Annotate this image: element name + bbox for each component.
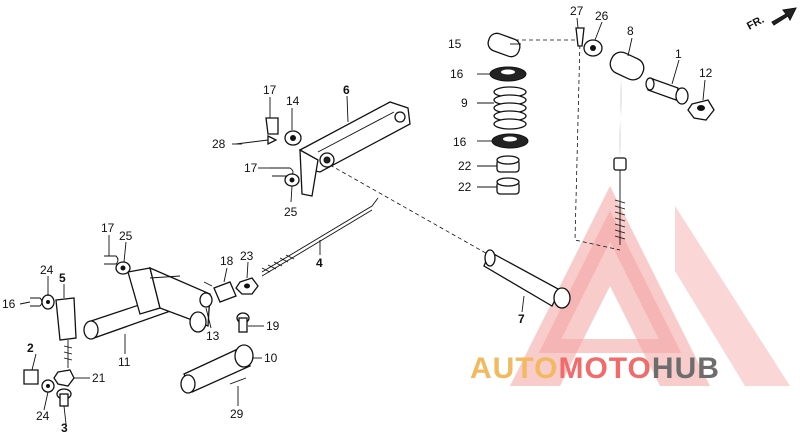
part-17-clip-left — [30, 297, 43, 307]
part-14-washer — [284, 130, 302, 146]
callout-17-mid: 17 — [101, 221, 115, 235]
callout-11: 11 — [118, 355, 131, 369]
callout-16-bottom: 16 — [453, 135, 467, 149]
part-28-pin — [235, 134, 278, 146]
part-2-cap — [23, 369, 39, 385]
callout-17-left: 16 — [2, 297, 16, 311]
part-22-nut-top — [496, 155, 520, 173]
callout-17-upper: 17 — [244, 161, 258, 175]
part-29-clip — [229, 377, 247, 385]
part-10-arm — [180, 344, 254, 394]
part-17-clip-mid — [104, 255, 119, 265]
callout-14: 14 — [286, 94, 300, 108]
watermark-text-part2: MOTO — [558, 352, 652, 385]
callout-16-top: 16 — [450, 67, 464, 81]
part-8-rod — [609, 51, 645, 245]
part-7-shaft — [483, 249, 571, 309]
callout-22-bottom: 22 — [458, 180, 472, 194]
part-25-washer-lower — [115, 261, 131, 275]
part-6-bracket — [299, 101, 411, 197]
part-16-washer-top — [489, 66, 527, 82]
callout-10: 10 — [264, 351, 278, 365]
part-12-nut — [687, 99, 715, 121]
part-26-washer — [583, 39, 603, 57]
callout-2: 2 — [27, 341, 34, 355]
part-5-pedal — [55, 297, 77, 368]
part-27-cotter-pin — [575, 27, 585, 47]
part-25-washer-upper — [284, 173, 300, 187]
front-direction-arrow-icon — [771, 7, 797, 26]
callout-3: 3 — [61, 421, 68, 435]
callout-22-top: 22 — [458, 159, 472, 173]
callout-15: 15 — [448, 37, 462, 51]
part-21-nut — [53, 369, 75, 387]
callout-labels: 15 16 9 16 22 22 27 26 8 1 12 6 14 17 28… — [2, 4, 713, 435]
callout-29: 29 — [230, 407, 244, 421]
watermark-text-part3: HUB — [651, 352, 720, 385]
callout-8: 8 — [627, 24, 634, 38]
callout-23: 23 — [240, 249, 254, 263]
part-9-spring — [493, 86, 527, 130]
part-24-washer-upper — [41, 294, 55, 310]
callout-19: 19 — [266, 319, 280, 333]
callout-21: 21 — [92, 371, 106, 385]
part-18-block — [203, 281, 237, 303]
watermark-text: AUTOMOTOHUB — [470, 352, 720, 386]
callout-9: 9 — [461, 96, 468, 110]
part-3-bolt — [56, 388, 72, 407]
callout-18: 18 — [220, 254, 234, 268]
callout-5: 5 — [59, 271, 66, 285]
callout-25-upper: 25 — [284, 205, 298, 219]
part-1-collar — [645, 77, 689, 105]
callout-28: 28 — [212, 137, 226, 151]
part-15-pin — [487, 32, 521, 58]
callout-1: 1 — [675, 47, 682, 61]
part-23-nut — [235, 277, 259, 295]
callout-7: 7 — [518, 312, 525, 326]
callout-6: 6 — [343, 83, 350, 97]
part-4-rod — [261, 197, 379, 277]
part-19-pin — [236, 312, 250, 333]
watermark-text-part1: AUTO — [470, 352, 559, 385]
callout-leaders — [19, 17, 706, 425]
part-11-pedal-arm — [83, 266, 211, 340]
callout-27: 27 — [570, 4, 584, 18]
part-22-nut-bottom — [496, 177, 520, 195]
part-16-washer-bottom — [491, 133, 529, 149]
callout-24-lower: 24 — [36, 409, 50, 423]
callout-20: 17 — [263, 83, 277, 97]
callout-26: 26 — [595, 9, 609, 23]
part-20-clip — [265, 117, 279, 135]
part-13-collar — [199, 292, 213, 308]
callout-4: 4 — [316, 256, 323, 270]
callout-13: 13 — [206, 329, 220, 343]
assembly-line-15 — [515, 39, 621, 251]
callout-12: 12 — [699, 66, 713, 80]
callout-25-lower: 25 — [119, 229, 133, 243]
callout-24-upper: 24 — [40, 263, 54, 277]
part-24-washer-lower — [41, 379, 55, 393]
